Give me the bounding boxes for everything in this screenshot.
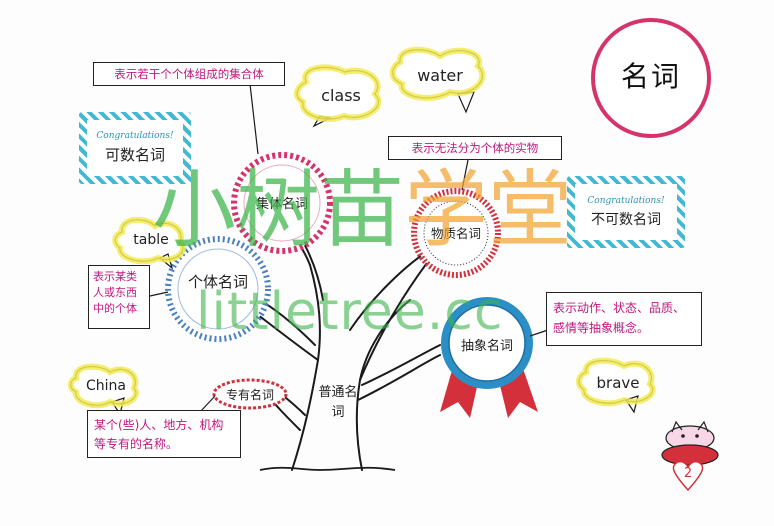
connector-proper: [199, 395, 216, 413]
page-title: 名词: [620, 60, 681, 93]
root-line: [259, 466, 396, 471]
trunk-right-line: [355, 299, 411, 471]
connector-collective: [249, 83, 259, 155]
material-definition: 表示无法分为个体的实物: [388, 136, 562, 160]
title-circle: [591, 18, 711, 138]
individual-definition: 表示某类人或东西中的个体: [88, 265, 150, 329]
proper-definition: 某个(些)人、地方、机构等专有的名称。: [87, 410, 241, 458]
cat-doodle: [661, 420, 719, 466]
material-noun-label: 物质名词: [430, 226, 481, 241]
branch-abstract-2: [357, 354, 441, 401]
example-water: water: [417, 66, 463, 85]
connector-individual: [149, 291, 169, 297]
example-china: China: [86, 378, 126, 394]
collective-noun-label: 集体名词: [255, 197, 308, 212]
common-noun-label: 普通名词: [318, 385, 358, 420]
countable-noun-label: 可数名词: [104, 146, 165, 164]
abstract-noun-label: 抽象名词: [460, 339, 513, 354]
uncountable-ribbon: Congratulations!: [587, 195, 665, 206]
proper-node-oval: [212, 378, 288, 410]
countable-ribbon: Congratulations!: [96, 131, 174, 141]
uncountable-noun-label: 不可数名词: [591, 211, 661, 228]
collective-definition: 表示若干个个体组成的集合体: [93, 62, 285, 86]
branch-abstract: [361, 344, 441, 386]
proper-noun-label: 专有名词: [225, 388, 274, 402]
example-table: table: [133, 232, 169, 248]
countable-noun-box: Congratulations! 可数名词: [79, 112, 191, 184]
trunk-left-line: [291, 264, 321, 471]
example-brave: brave: [596, 374, 640, 392]
page-heart-shape: [672, 460, 704, 492]
abstract-definition: 表示动作、状态、品质、感情等抽象概念。: [546, 292, 702, 346]
connector-material: [461, 159, 469, 191]
individual-noun-label: 个体名词: [188, 273, 249, 291]
uncountable-noun-box: Congratulations! 不可数名词: [567, 176, 685, 248]
connector-abstract: [529, 329, 549, 337]
page-number: 2: [683, 466, 693, 481]
example-class: class: [321, 86, 361, 105]
